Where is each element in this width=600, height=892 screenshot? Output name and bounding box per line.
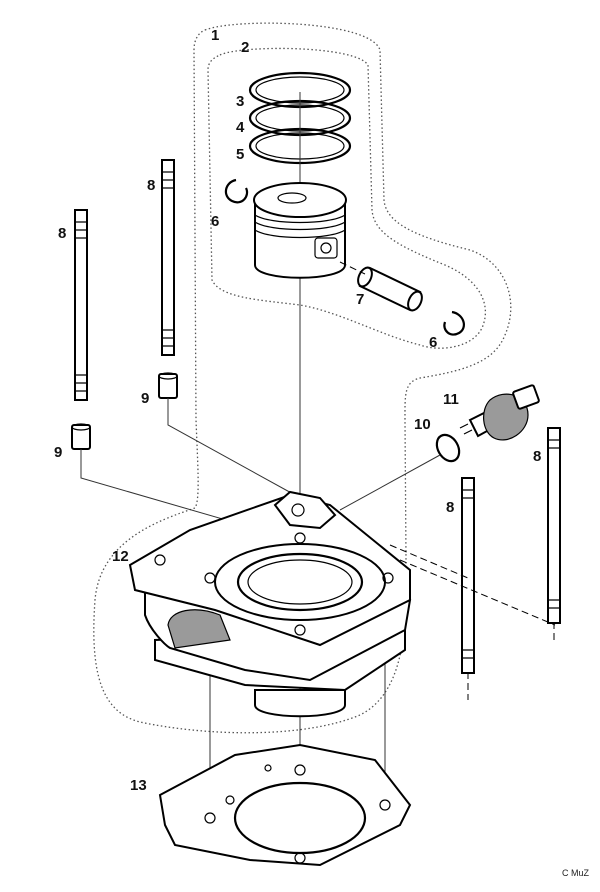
stud-far-left xyxy=(74,209,88,401)
piston xyxy=(253,182,347,279)
piston-pin xyxy=(339,261,423,312)
callout-8-far-left: 8 xyxy=(58,225,66,242)
circlip-upper xyxy=(224,178,249,204)
cylinder xyxy=(128,490,412,718)
callout-2: 2 xyxy=(241,39,249,56)
callout-4: 4 xyxy=(236,119,245,136)
callout-6-upper: 6 xyxy=(211,213,219,230)
callout-9-left: 9 xyxy=(54,444,62,461)
callout-8-left: 8 xyxy=(147,177,155,194)
callout-11: 11 xyxy=(443,391,459,408)
copyright-mark: C MuZ xyxy=(562,868,590,878)
stud-far-right xyxy=(547,427,561,624)
o-ring xyxy=(435,433,461,463)
callout-12: 12 xyxy=(112,548,129,565)
callout-13: 13 xyxy=(130,777,147,794)
stud-right xyxy=(461,477,475,674)
callout-3: 3 xyxy=(236,93,244,110)
group-boundary-2 xyxy=(207,47,487,349)
callout-8-far-right: 8 xyxy=(533,448,541,465)
base-gasket xyxy=(158,743,412,867)
dowel-pin-left xyxy=(71,423,91,450)
temperature-sensor xyxy=(459,384,540,441)
callout-7: 7 xyxy=(356,291,364,308)
stud-left xyxy=(161,159,175,356)
callout-6-lower: 6 xyxy=(429,334,437,351)
callout-5: 5 xyxy=(236,146,244,163)
callout-1: 1 xyxy=(211,27,219,44)
callout-10: 10 xyxy=(414,416,431,433)
circlip-lower xyxy=(443,310,465,336)
dowel-pin-center xyxy=(158,372,178,399)
callout-9-center: 9 xyxy=(141,390,149,407)
callout-8-right: 8 xyxy=(446,499,454,516)
